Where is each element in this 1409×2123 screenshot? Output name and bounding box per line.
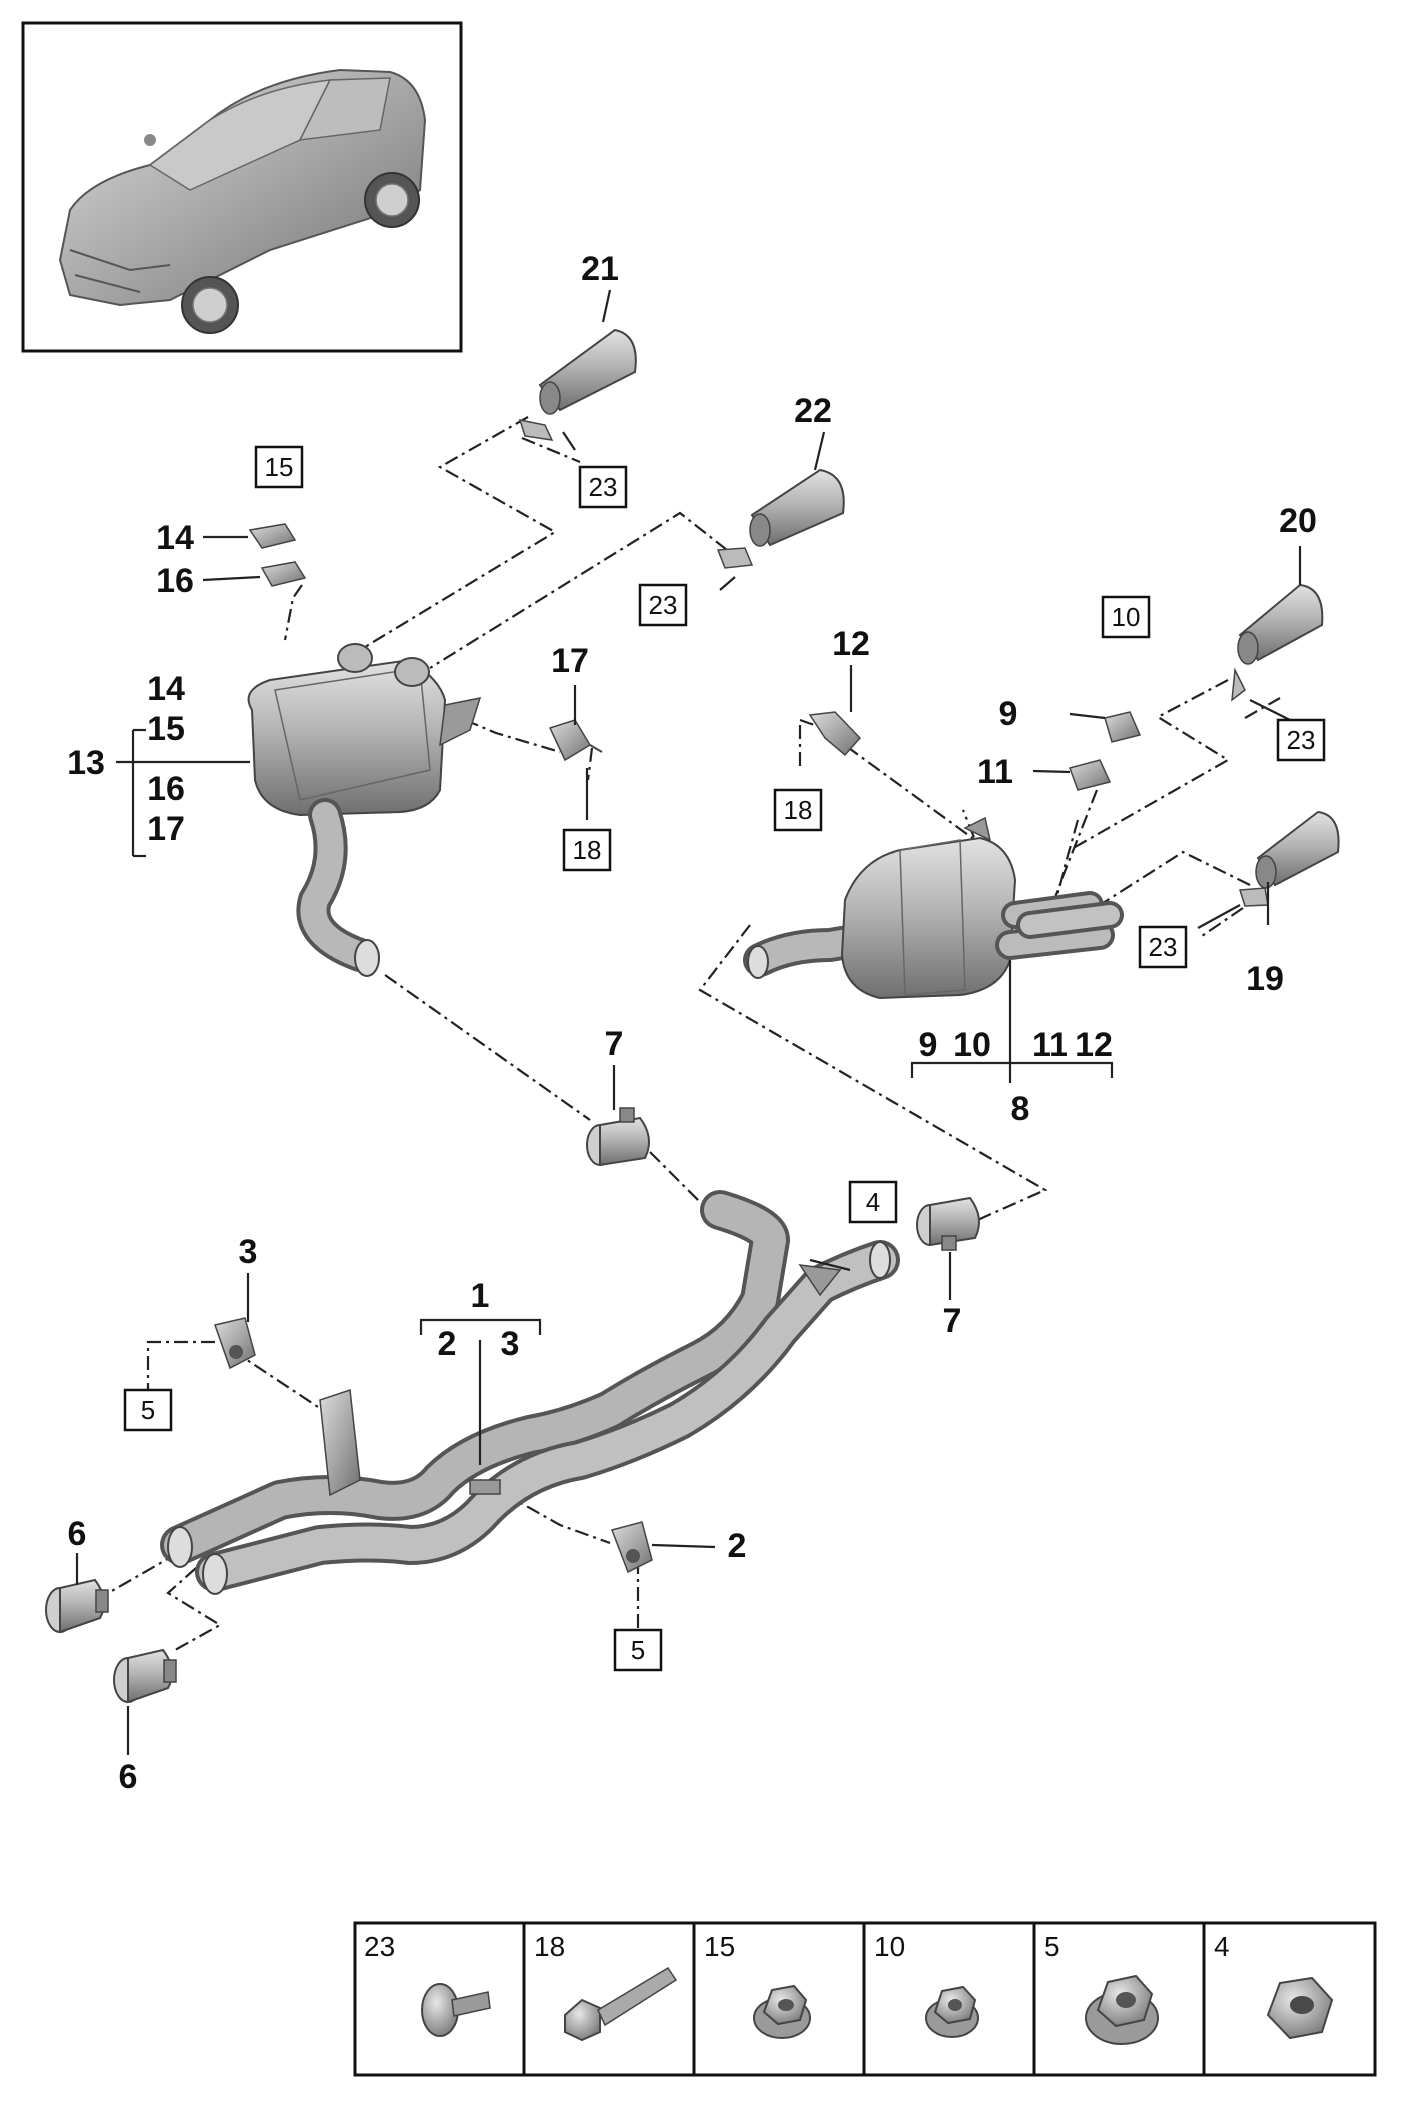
callout-3: 3	[239, 1233, 258, 1271]
svg-text:5: 5	[141, 1395, 155, 1425]
callout-17-group: 17	[147, 810, 185, 848]
boxed-callout-23-d: 23	[1138, 925, 1188, 969]
clamp-6-upper	[45, 1578, 109, 1634]
boxed-callout-18-a: 18	[562, 828, 612, 872]
callout-9: 9	[999, 695, 1018, 733]
svg-text:10: 10	[874, 1931, 905, 1962]
bolt-icon	[564, 1966, 678, 2042]
callout-3-group: 3	[501, 1325, 520, 1363]
callout-8: 8	[1011, 1090, 1030, 1128]
callout-6-lower: 6	[119, 1758, 138, 1796]
svg-text:4: 4	[1214, 1931, 1230, 1962]
callout-14-left: 14	[156, 519, 194, 557]
callout-7-lower: 7	[943, 1302, 962, 1340]
boxed-callout-10: 10	[1101, 595, 1151, 639]
svg-text:23: 23	[364, 1931, 395, 1962]
callout-2: 2	[728, 1527, 747, 1565]
bracket-16	[260, 561, 307, 587]
tailpipe-tip-22	[716, 468, 845, 569]
callout-9-group: 9	[919, 1026, 938, 1064]
svg-text:10: 10	[1112, 602, 1141, 632]
callout-6-upper: 6	[68, 1515, 87, 1553]
clamp-7-lower	[916, 1196, 980, 1251]
callout-17: 17	[551, 642, 589, 680]
svg-text:5: 5	[1044, 1931, 1060, 1962]
right-rear-silencer	[743, 816, 1124, 1000]
legend-cell-10: 10	[874, 1931, 979, 2038]
vehicle-thumbnail	[21, 21, 463, 353]
legend-cell-5: 5	[1044, 1931, 1159, 2045]
callout-21: 21	[581, 250, 619, 288]
callout-7-upper: 7	[605, 1025, 624, 1063]
callout-20: 20	[1279, 502, 1317, 540]
left-rear-silencer	[247, 643, 482, 977]
legend-cell-4: 4	[1214, 1931, 1334, 2040]
boxed-callout-5-b: 5	[613, 1628, 663, 1672]
large-flange-nut-icon	[1085, 1974, 1159, 2045]
tailpipe-tip-20	[1231, 583, 1324, 702]
clamp-7-upper	[586, 1107, 650, 1167]
clamp-6-lower	[113, 1648, 177, 1704]
bracket-11	[1069, 759, 1112, 791]
flange-nut-icon	[925, 1985, 979, 2038]
bracket-12	[808, 711, 862, 757]
mount-3	[214, 1317, 256, 1370]
svg-text:5: 5	[631, 1635, 645, 1665]
callout-1: 1	[471, 1277, 490, 1315]
legend-cell-23: 23	[364, 1931, 491, 2037]
callout-11: 11	[977, 753, 1013, 791]
front-pipe-assembly	[160, 1190, 900, 1595]
boxed-callout-4: 4	[848, 1180, 898, 1224]
svg-text:18: 18	[573, 835, 602, 865]
mount-2	[611, 1521, 653, 1574]
svg-text:15: 15	[265, 452, 294, 482]
car-illustration	[58, 68, 427, 334]
boxed-callout-15: 15	[254, 445, 304, 489]
boxed-callout-23-a: 23	[578, 465, 628, 509]
callout-16-group: 16	[147, 770, 185, 808]
bracket-14	[248, 523, 297, 549]
svg-text:18: 18	[534, 1931, 565, 1962]
svg-text:23: 23	[649, 590, 678, 620]
boxed-callout-18-b: 18	[773, 788, 823, 832]
bracket-9	[1104, 711, 1142, 743]
svg-text:23: 23	[1287, 725, 1316, 755]
svg-text:4: 4	[866, 1187, 880, 1217]
boxed-callout-23-b: 23	[638, 583, 688, 627]
hex-nut-icon	[1266, 1976, 1334, 2040]
fastener-legend: 23 18 15 10	[353, 1921, 1377, 2077]
legend-cell-15: 15	[704, 1931, 811, 2039]
boxed-callouts: 15 23 23 18 10 18 23 23	[123, 445, 1326, 1672]
callout-labels: 21 22 20 19 14 16 14 15 13 16 17 17 12 9…	[67, 250, 1317, 1796]
screw-with-washer-icon	[421, 1983, 491, 2037]
flange-nut-icon	[753, 1984, 811, 2039]
callout-14-group: 14	[147, 670, 185, 708]
tailpipe-tip-21	[518, 328, 637, 441]
callout-11-group: 11	[1032, 1026, 1068, 1064]
boxed-callout-23-c: 23	[1276, 718, 1326, 762]
svg-text:23: 23	[589, 472, 618, 502]
callout-19: 19	[1246, 960, 1284, 998]
callout-12: 12	[832, 625, 870, 663]
callout-16-left: 16	[156, 562, 194, 600]
boxed-callout-5-a: 5	[123, 1388, 173, 1432]
tailpipe-tip-19	[1239, 810, 1340, 907]
svg-text:23: 23	[1149, 932, 1178, 962]
svg-text:15: 15	[704, 1931, 735, 1962]
callout-12-group: 12	[1075, 1026, 1113, 1064]
callout-10-group: 10	[953, 1026, 991, 1064]
leader-lines	[75, 289, 1302, 1755]
callout-2-group: 2	[438, 1325, 457, 1363]
callout-15-group: 15	[147, 710, 185, 748]
legend-cell-18: 18	[534, 1931, 678, 2042]
mount-17	[548, 719, 603, 762]
svg-text:18: 18	[784, 795, 813, 825]
callout-13: 13	[67, 744, 105, 782]
callout-22: 22	[794, 392, 832, 430]
